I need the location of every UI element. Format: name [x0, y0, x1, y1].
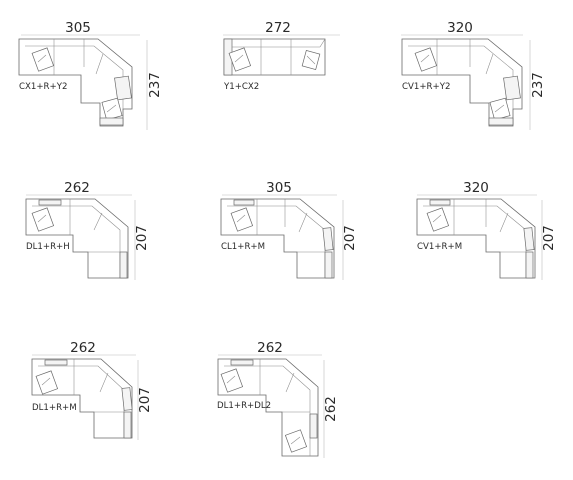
height-label: 237	[530, 72, 546, 98]
width-label: 305	[65, 20, 91, 36]
diagram-dl1-r-h: 262 207 DL1+R+H	[25, 180, 150, 280]
diagram-dl1-r-m: 262 207 DL1+R+M	[31, 340, 153, 440]
sofa-plan	[401, 38, 523, 127]
configuration-code: DL1+R+DL2	[217, 401, 271, 411]
configuration-code: Y1+CX2	[223, 82, 259, 92]
diagram-cv1-r-m: 320 207 CV1+R+M	[416, 180, 557, 280]
diagram-y1-cx2: 272 Y1+CX2	[223, 20, 340, 92]
configuration-code: DL1+R+H	[26, 242, 70, 252]
width-label: 320	[463, 180, 489, 196]
height-label: 207	[137, 387, 153, 413]
height-label: 207	[134, 225, 150, 251]
configuration-code: DL1+R+M	[32, 403, 77, 413]
sofa-plan	[18, 38, 133, 127]
sofa-plan	[25, 198, 129, 279]
height-label: 262	[323, 396, 339, 422]
width-label: 272	[265, 20, 291, 36]
configuration-code: CX1+R+Y2	[19, 82, 67, 92]
height-label: 207	[541, 225, 557, 251]
sofa-plan	[217, 358, 319, 457]
sofa-plan	[416, 198, 536, 279]
width-label: 262	[64, 180, 90, 196]
width-label: 262	[70, 340, 96, 356]
sofa-plan	[31, 358, 133, 439]
height-label: 207	[342, 225, 358, 251]
configuration-code: CV1+R+Y2	[402, 82, 450, 92]
diagram-cx1-r-y2: 305 237 CX1+R+Y2	[18, 20, 163, 130]
configuration-code: CV1+R+M	[417, 242, 462, 252]
height-label: 237	[147, 72, 163, 98]
diagram-dl1-r-dl2: 262 262 DL1+R+DL2	[217, 340, 339, 458]
diagram-cv1-r-y2: 320 237 CV1+R+Y2	[401, 20, 546, 130]
width-label: 305	[266, 180, 292, 196]
sofa-plan	[220, 198, 335, 279]
diagram-cl1-r-m: 305 207 CL1+R+M	[220, 180, 358, 280]
sofa-plan	[223, 38, 326, 76]
configuration-code: CL1+R+M	[221, 242, 265, 252]
width-label: 320	[447, 20, 473, 36]
width-label: 262	[257, 340, 283, 356]
